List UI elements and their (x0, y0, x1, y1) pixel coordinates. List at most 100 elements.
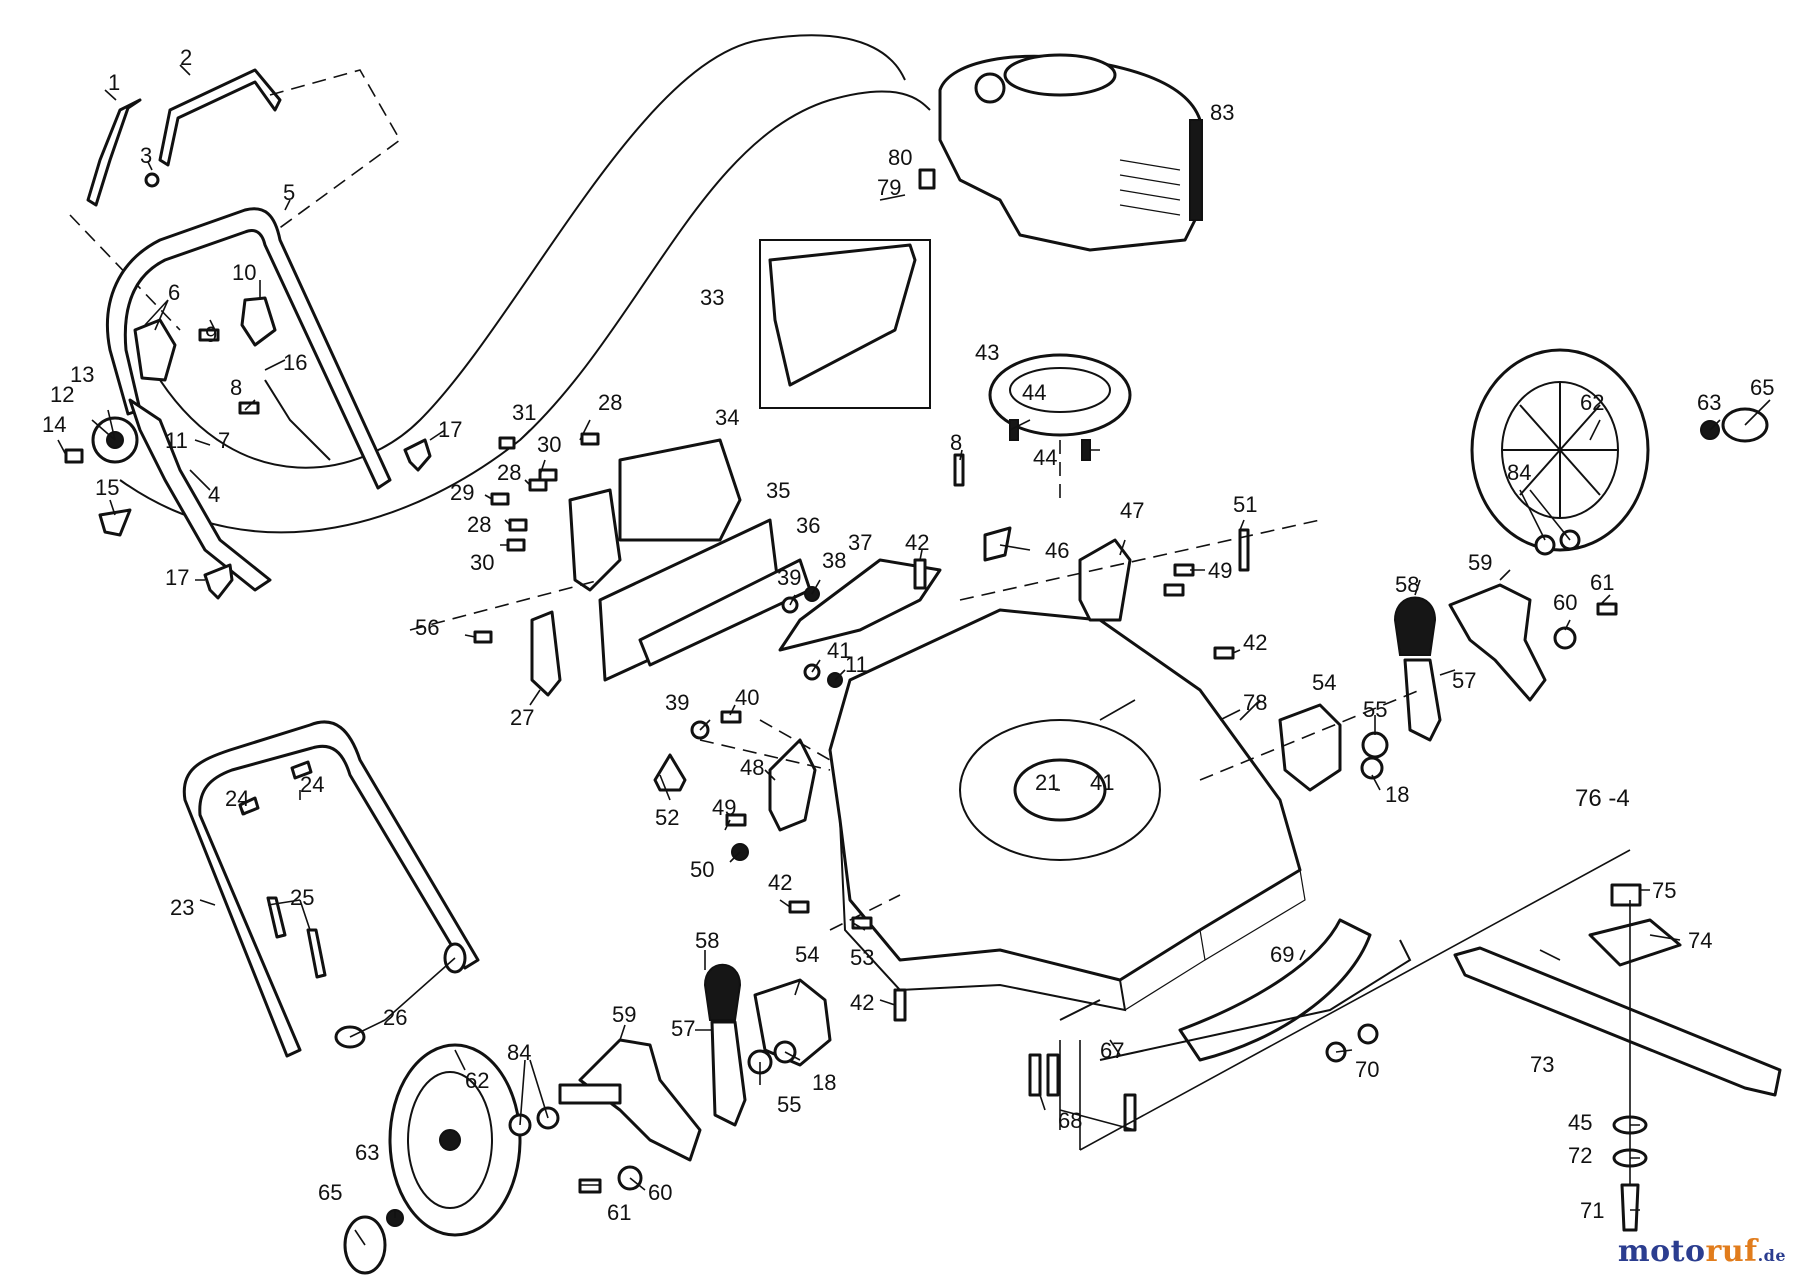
callout-70: 70 (1355, 1057, 1379, 1082)
callout-59-left: 59 (612, 1002, 636, 1027)
bolt-14 (64, 448, 84, 464)
callout-1: 1 (108, 70, 120, 95)
callout-74: 74 (1688, 928, 1712, 953)
callout-60-left: 60 (648, 1180, 672, 1205)
bolt-49-left (725, 813, 747, 827)
bracket-10 (240, 296, 277, 347)
callout-39-top: 39 (777, 565, 801, 590)
watermark-logo: motoruf.de (1618, 1234, 1786, 1269)
callout-49-right: 49 (1208, 558, 1232, 583)
callout-29: 29 (450, 480, 474, 505)
spring-25-b (306, 928, 327, 979)
bolt-51 (1238, 528, 1250, 572)
bolt-53 (851, 916, 873, 930)
screw-68-b (1046, 1053, 1060, 1097)
callout-63-left: 63 (355, 1140, 379, 1165)
bolt-42-b (1213, 646, 1235, 660)
callout-42-low: 42 (850, 990, 874, 1015)
callout-48: 48 (740, 755, 764, 780)
callout-62-right: 62 (1580, 390, 1604, 415)
callout-28-low: 28 (467, 512, 491, 537)
callout-31: 31 (512, 400, 536, 425)
callout-9: 9 (205, 322, 217, 347)
key-75 (1610, 883, 1642, 907)
callout-6: 6 (168, 280, 180, 305)
cap-52 (653, 753, 687, 792)
bolt-9 (198, 328, 220, 342)
callout-65-left: 65 (318, 1180, 342, 1205)
callout-47: 47 (1120, 498, 1144, 523)
screw-79 (879, 194, 906, 201)
mulch-frame (1059, 939, 1412, 1061)
callout-15: 15 (95, 475, 119, 500)
callout-60-right: 60 (1553, 590, 1577, 615)
bolt-42-d (893, 988, 907, 1022)
callout-80: 80 (888, 145, 912, 170)
bushing-55-right (1361, 731, 1389, 759)
callout-41-hub: 41 (1090, 770, 1114, 795)
nut-3 (144, 172, 160, 188)
bolt-42-c (788, 900, 810, 914)
callout-7: 7 (218, 428, 230, 453)
control-bar-2 (158, 68, 282, 167)
callout-50: 50 (690, 857, 714, 882)
bolt-56 (473, 630, 493, 644)
pin-44-b (1081, 439, 1091, 461)
throttle-cable (159, 34, 906, 469)
wheel-62-left-rim (407, 1071, 493, 1209)
lever-57-right (1403, 658, 1442, 742)
callout-83: 83 (1210, 100, 1234, 125)
knob-17-left (203, 563, 234, 600)
callout-41-left: 41 (827, 638, 851, 663)
control-bar-1 (86, 98, 142, 207)
callout-67: 67 (1100, 1038, 1124, 1063)
callout-57-right: 57 (1452, 668, 1476, 693)
callout-57-left: 57 (671, 1016, 695, 1041)
lever-plate-6 (133, 318, 177, 382)
chute-37 (778, 558, 942, 652)
washer-84-right-a (1534, 534, 1556, 556)
callout-21: 21 (1035, 770, 1059, 795)
washer-31 (498, 436, 516, 450)
engine-side (1189, 119, 1203, 221)
mulch-plug-69 (1178, 918, 1372, 1062)
callout-43: 43 (975, 340, 999, 365)
bracket-59-left (578, 1038, 702, 1162)
callout-10: 10 (232, 260, 256, 285)
callout-24-a: 24 (225, 786, 249, 811)
callout-49-left: 49 (712, 795, 736, 820)
callout-72: 72 (1568, 1143, 1592, 1168)
bolt-29 (490, 492, 510, 506)
clip-80 (918, 168, 936, 190)
callout-18-right: 18 (1385, 782, 1409, 807)
bolt-24-b (290, 760, 313, 780)
assembly-line-bottom (1059, 849, 1631, 1151)
callout-71: 71 (1580, 1198, 1604, 1223)
axle-left (558, 1083, 622, 1105)
blade-73 (1453, 946, 1782, 1097)
engine-cap (974, 72, 1006, 104)
callout-84-left: 84 (507, 1040, 531, 1065)
callout-14: 14 (42, 412, 66, 437)
assembly-line-axle-left (699, 719, 901, 931)
callout-37: 37 (848, 530, 872, 555)
callout-42-top: 42 (905, 530, 929, 555)
frame-33 (759, 239, 931, 409)
engine-83 (938, 54, 1202, 252)
brake-cable (119, 90, 931, 534)
bolt-28-b (528, 478, 548, 492)
adapter-74 (1588, 918, 1682, 967)
callout-24-b: 24 (300, 772, 324, 797)
bolt-61-left (578, 1178, 602, 1194)
callout-61-left: 61 (607, 1200, 631, 1225)
callout-28-mid: 28 (497, 460, 521, 485)
callout-45: 45 (1568, 1110, 1592, 1135)
knob-17-right (403, 438, 432, 472)
grip-58-left (703, 963, 742, 1021)
wheel-62-right-spokes (1502, 382, 1618, 518)
callout-17-right: 17 (438, 417, 462, 442)
callout-26: 26 (383, 1005, 407, 1030)
callout-13: 13 (70, 362, 94, 387)
clip-46 (983, 526, 1012, 562)
bracket-47 (1078, 538, 1132, 622)
